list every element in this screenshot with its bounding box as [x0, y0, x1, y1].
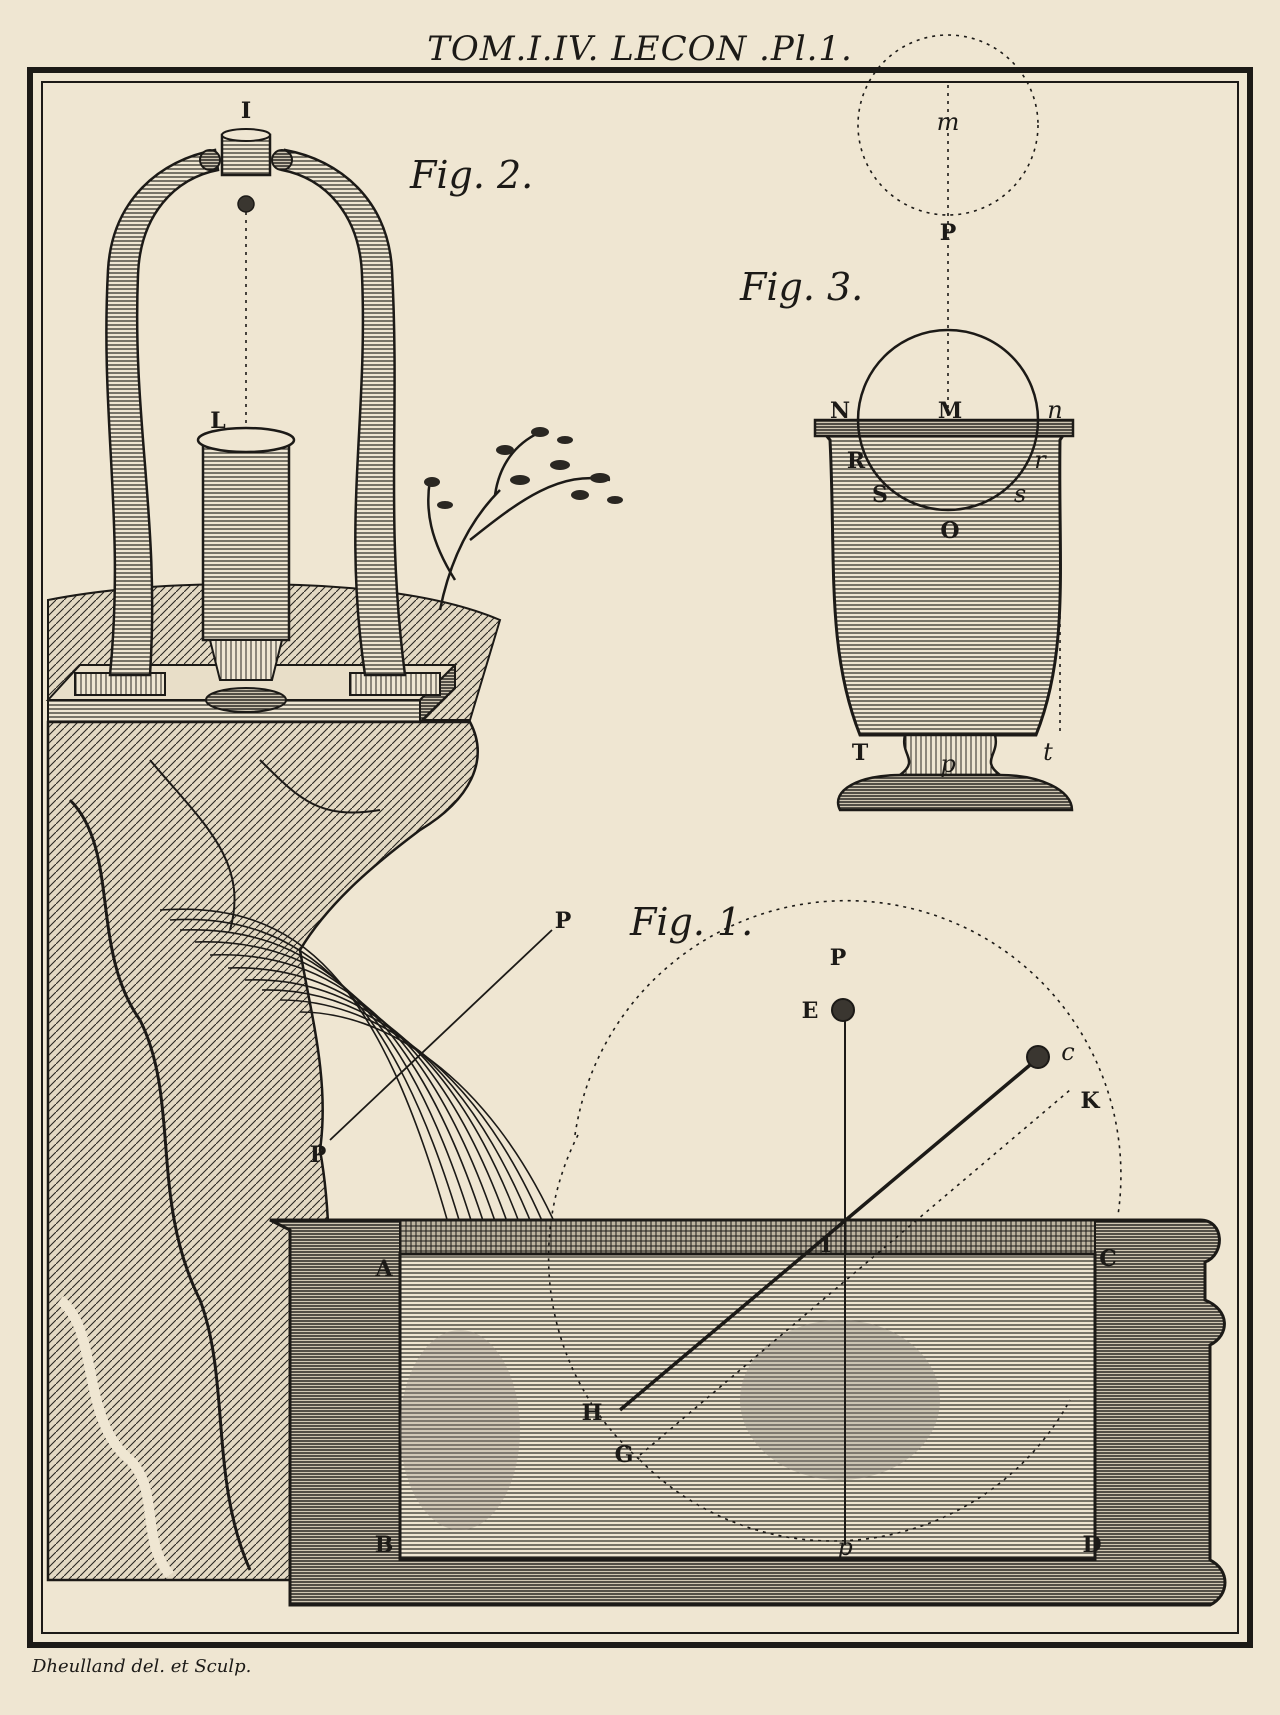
- fig1-label-h: H: [582, 1400, 603, 1426]
- fig1-basin: [269, 1218, 1227, 1607]
- fig2-apparatus: [45, 128, 623, 725]
- fig1-label-c: c: [1061, 1038, 1074, 1066]
- rock-cliff: [46, 720, 479, 1582]
- fig1-label-i: I: [821, 1232, 831, 1258]
- fig3-title: Fig. 3.: [739, 265, 863, 309]
- fig3-label-s-lower: s: [1014, 480, 1026, 508]
- fig1-label-b: B: [375, 1532, 394, 1558]
- fig3-label-r-lower: r: [1034, 446, 1047, 474]
- fig1-label-k: K: [1080, 1088, 1100, 1114]
- fig1-label-e: E: [802, 998, 819, 1024]
- fig1-label-g: G: [615, 1442, 634, 1468]
- fig3-label-m: M: [938, 398, 962, 424]
- fig3-label-s: S: [872, 482, 888, 508]
- fig1-geometry: [329, 899, 1122, 1545]
- fig1-label-p-top: P: [830, 945, 847, 971]
- fig3-label-t-lower: t: [1043, 738, 1053, 766]
- fig3-label-r: R: [847, 448, 866, 474]
- fig3-label-p: P: [940, 220, 957, 246]
- fig1-label-d: D: [1082, 1532, 1101, 1558]
- fig1-label-a: A: [374, 1256, 393, 1282]
- fig1-label-p-bottom: p: [837, 1533, 852, 1561]
- plate-header: TOM.I.IV. LECON .Pl.1.: [427, 29, 853, 69]
- fig2-label-l: L: [210, 408, 225, 434]
- fig3-label-p-lower: p: [940, 750, 955, 778]
- engraver-credit: Dheulland del. et Sculp.: [31, 1656, 251, 1677]
- fig3-label-t: T: [852, 740, 869, 766]
- fig2-title: Fig. 2.: [409, 153, 533, 197]
- fig3-vessel: [813, 34, 1075, 812]
- fig1-title: Fig. 1.: [629, 900, 753, 944]
- fig3-label-n: N: [830, 398, 850, 424]
- fig1-label-p-stick-bottom: P: [310, 1142, 327, 1168]
- plate-frame: [27, 67, 1253, 1648]
- fig2-label-i: I: [241, 98, 251, 124]
- fig3-label-m-lower: m: [937, 108, 960, 136]
- fig3-label-n-lower: n: [1047, 396, 1062, 424]
- fig3-label-o: O: [940, 518, 959, 544]
- fig1-label-c-corner: C: [1099, 1246, 1117, 1272]
- fig1-label-p-stick-top: P: [555, 908, 572, 934]
- waterfall: [159, 908, 559, 1231]
